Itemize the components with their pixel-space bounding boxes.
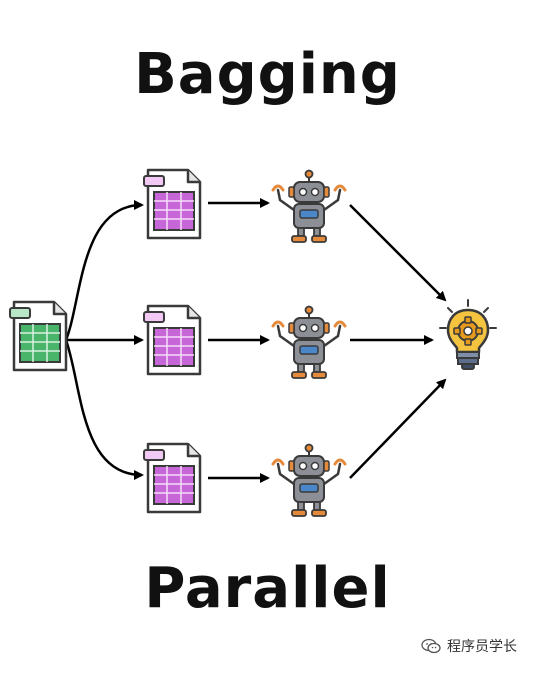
- watermark: 程序员学长: [421, 636, 517, 656]
- model-robot-icon-1: [271, 169, 347, 243]
- sample-spreadsheet-icon-1: [143, 168, 202, 240]
- model-robot-icon-3: [271, 443, 347, 517]
- fork-curve-top: [64, 200, 144, 341]
- arrow-model-to-output-3: [349, 378, 447, 479]
- watermark-text: 程序员学长: [447, 639, 517, 655]
- model-robot-icon-2: [271, 305, 347, 379]
- diagram-footer-label: Parallel: [144, 556, 391, 621]
- arrow-model-to-output-1: [349, 204, 447, 302]
- fork-curve-bottom: [64, 339, 144, 480]
- sample-spreadsheet-icon-3: [143, 442, 202, 514]
- source-spreadsheet-icon: [9, 300, 68, 372]
- diagram-title: Bagging: [134, 42, 401, 107]
- output-lightbulb-gear-icon: [439, 299, 497, 370]
- sample-spreadsheet-icon-2: [143, 304, 202, 376]
- wechat-icon: [421, 638, 441, 654]
